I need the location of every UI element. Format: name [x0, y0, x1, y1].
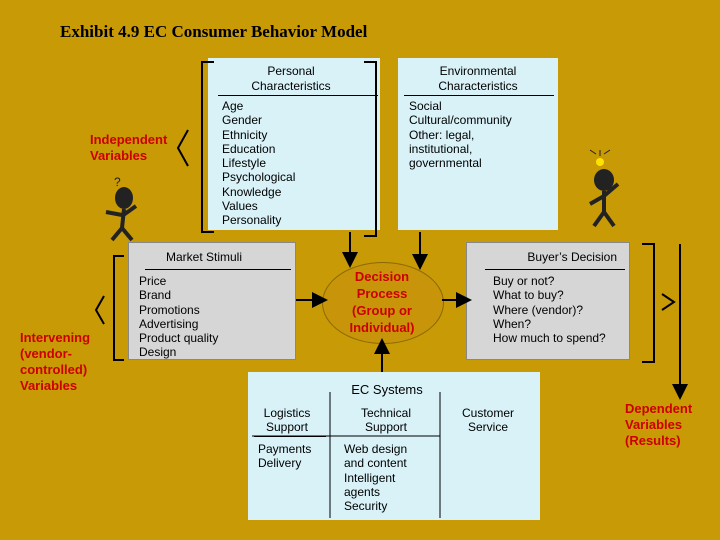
personal-characteristics-box: Personal Characteristics Age Gender Ethn… [208, 58, 380, 230]
bracket-mid-right-chevron [661, 293, 676, 311]
personal-items: Age Gender Ethnicity Education Lifestyle… [222, 99, 296, 228]
bracket-mid-right [642, 243, 655, 363]
buyers-items: Buy or not? What to buy? Where (vendor)?… [493, 274, 606, 346]
ec-payments: Payments Delivery [258, 442, 312, 471]
bracket-top-mid-left [176, 129, 189, 167]
environmental-divider [404, 95, 554, 96]
bracket-mid-left [113, 255, 124, 361]
decision-process-label: Decision Process (Group or Individual) [349, 269, 415, 335]
personal-header: Personal Characteristics [251, 64, 331, 93]
environmental-items: Social Cultural/community Other: legal, … [409, 99, 512, 171]
intervening-variables-label: Intervening (vendor- controlled) Variabl… [20, 330, 91, 393]
market-items: Price Brand Promotions Advertising Produ… [139, 274, 219, 360]
environmental-header: Environmental Characteristics [438, 64, 518, 93]
market-divider [145, 269, 291, 270]
bracket-mid-left-chevron [94, 295, 105, 325]
ec-customer-service: Customer Service [461, 406, 514, 435]
svg-text:?: ? [114, 175, 121, 189]
personal-divider [218, 95, 378, 96]
decision-process-oval [322, 262, 444, 344]
ec-technical: Technical Support [360, 406, 412, 435]
environmental-characteristics-box: Environmental Characteristics Social Cul… [398, 58, 558, 230]
page-title: Exhibit 4.9 EC Consumer Behavior Model [60, 22, 368, 41]
ec-systems-box: EC Systems Logistics Support Payments De… [248, 372, 540, 520]
buyers-divider [485, 269, 625, 270]
market-stimuli-box: Market Stimuli Price Brand Promotions Ad… [128, 242, 296, 360]
idea-figure-icon [589, 169, 620, 228]
lightbulb-icon [589, 149, 611, 166]
independent-variables-label: Independent Variables [90, 132, 168, 163]
bracket-top-right [364, 61, 377, 237]
bracket-top-left [201, 61, 214, 233]
dependent-variables-label: Dependent Variables (Results) [625, 401, 693, 448]
ec-webdesign: Web design and content Intelligent agent… [344, 442, 408, 514]
thinking-figure-icon: ? [105, 175, 138, 242]
buyers-decision-box: Buyer’s Decision Buy or not? What to buy… [466, 242, 630, 360]
ec-header: EC Systems [351, 382, 423, 397]
buyers-header: Buyer’s Decision [527, 250, 617, 264]
ec-logistics: Logistics Support [263, 406, 311, 435]
market-header: Market Stimuli [165, 250, 242, 264]
